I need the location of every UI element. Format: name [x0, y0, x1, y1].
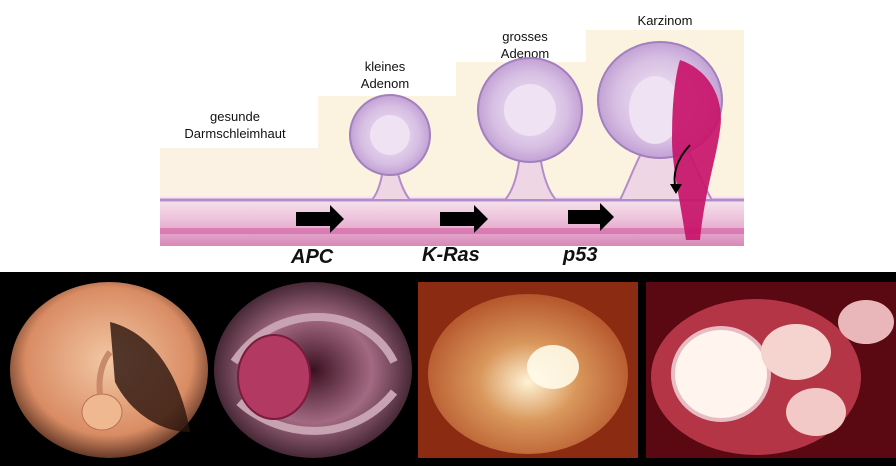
adenoma-carcinoma-sequence-diagram: [0, 0, 896, 272]
muscle-layer: [160, 228, 744, 234]
endoscopy-photo-strip: [0, 272, 896, 466]
endoscopy-photo-adenoma-closeup: [418, 282, 638, 458]
endoscopy-photo-large-polyp: [214, 282, 412, 458]
endoscopy-photo-small-polyp: [10, 282, 208, 458]
gene-label-p53: p53: [563, 244, 597, 267]
gene-label-kras: K-Ras: [422, 244, 480, 267]
gene-label-apc: APC: [291, 246, 333, 269]
endoscopy-photo-carcinoma: [646, 282, 896, 458]
